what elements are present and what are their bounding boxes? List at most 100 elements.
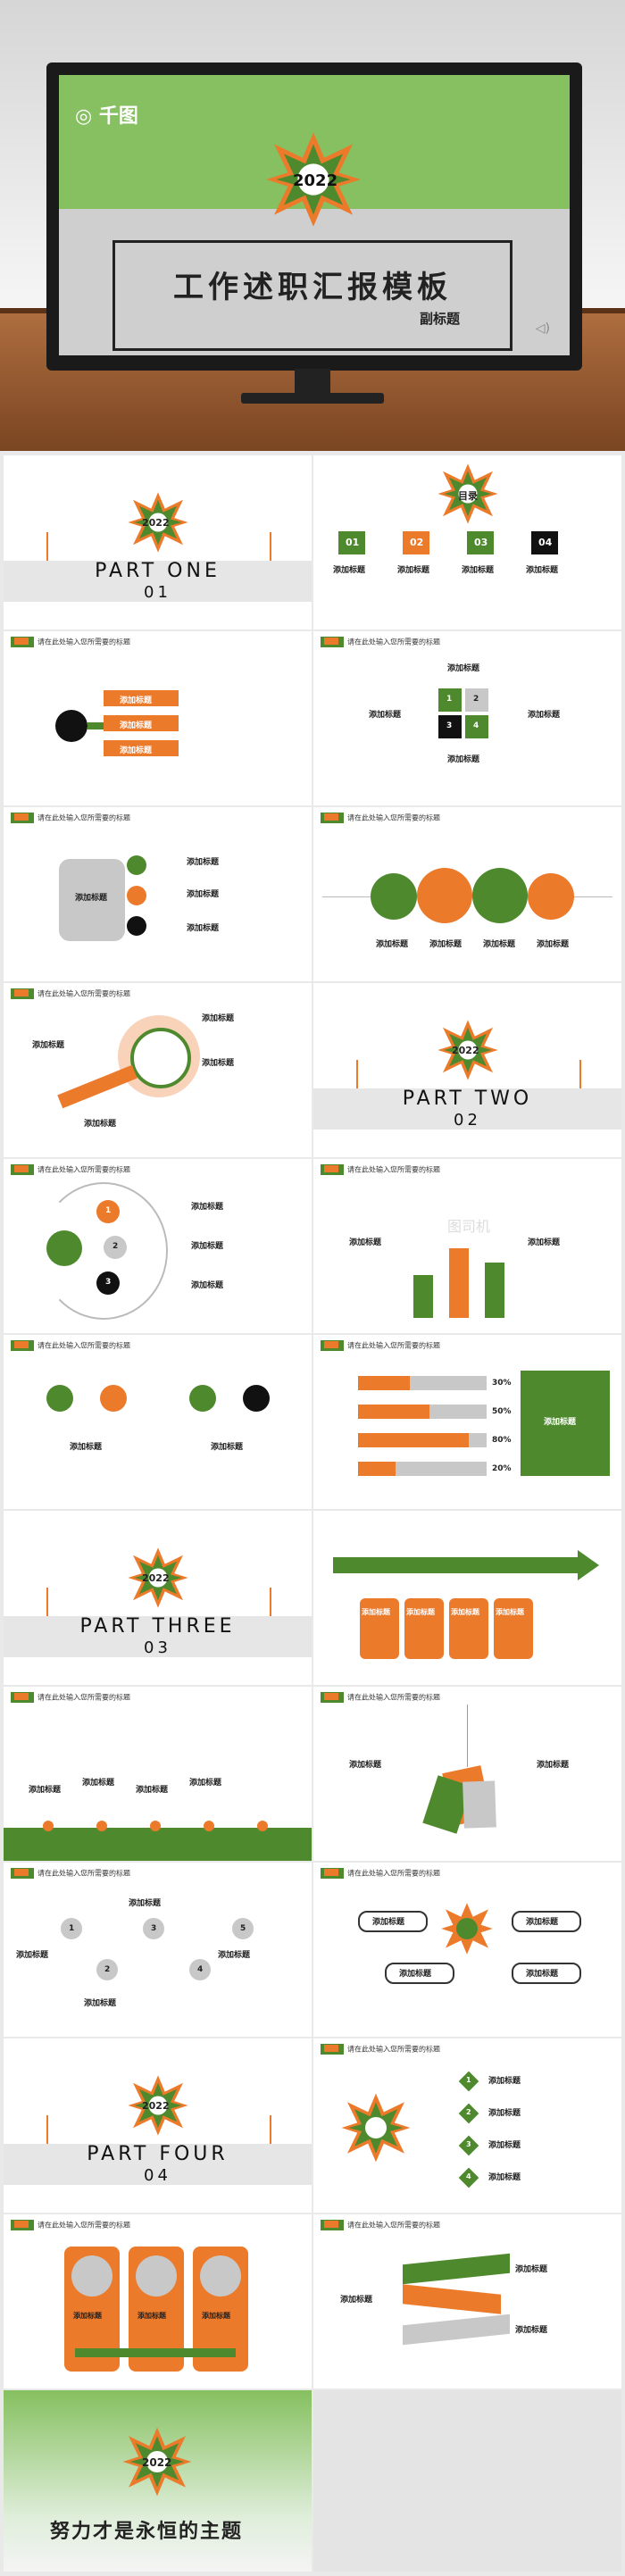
logo-text: 千图 — [98, 105, 138, 128]
hub-label-1: 添加标题 — [372, 1918, 405, 1927]
contents-num-3: 03 — [474, 537, 488, 548]
marker-1 — [43, 1821, 54, 1831]
closing-slogan: 努力才是永恒的主题 — [50, 2521, 244, 2543]
grid-label-top: 添加标题 — [447, 664, 480, 673]
green-double-arrow — [75, 2348, 236, 2357]
slide-magnifier: 请在此处输入您所需要的标题 添加标题 添加标题 添加标题 添加标题 — [4, 983, 312, 1157]
num-1: 1 — [105, 1206, 112, 1215]
cycle-label-2: 添加标题 — [129, 1899, 162, 1908]
cycle-5 — [232, 1918, 254, 1939]
arc-label-3: 添加标题 — [191, 1281, 224, 1290]
hub-box-1 — [358, 1911, 428, 1932]
circle-label-4: 添加标题 — [537, 940, 570, 949]
num-circle-3 — [96, 1271, 120, 1295]
contents-num-1: 01 — [346, 537, 360, 548]
slide-diamonds: 请在此处输入您所需要的标题 1 2 3 4 添加标题 添加标题 添加标题 添加标… — [313, 2038, 621, 2213]
grid-num-1: 1 — [446, 695, 453, 704]
dot-label-2: 添加标题 — [211, 1443, 244, 1452]
header-text: 请在此处输入您所需要的标题 — [38, 1165, 130, 1174]
slide-hills: 请在此处输入您所需要的标题 添加标题 添加标题 添加标题 添加标题 — [4, 1687, 312, 1861]
slide-arc: 请在此处输入您所需要的标题 1 2 3 添加标题 添加标题 添加标题 — [4, 1159, 312, 1333]
cycle-label-4: 添加标题 — [84, 1999, 117, 2008]
header-tag-icon — [11, 988, 34, 999]
slide-dots: 请在此处输入您所需要的标题 添加标题 添加标题 — [4, 1335, 312, 1509]
hill-label-1: 添加标题 — [29, 1786, 62, 1795]
magnifier-lens — [130, 1028, 191, 1088]
header-tag-icon — [11, 637, 34, 647]
diamond-label-4: 添加标题 — [488, 2173, 521, 2182]
circle-3 — [472, 868, 528, 923]
hub-label-2: 添加标题 — [526, 1918, 559, 1927]
blank-panel — [313, 2390, 621, 2572]
tag-label-2: 添加标题 — [537, 1761, 570, 1770]
circle-label-3: 添加标题 — [483, 940, 516, 949]
hill-label-3: 添加标题 — [136, 1786, 169, 1795]
slide-hub: 请在此处输入您所需要的标题 添加标题 添加标题 添加标题 添加标题 — [313, 1863, 621, 2037]
contents-title: 目录 — [458, 490, 478, 502]
star-badge-icon — [128, 1547, 188, 1608]
up-arrow-3 — [485, 1263, 504, 1318]
part-number: 04 — [144, 2166, 171, 2185]
cycle-num-3: 3 — [151, 1924, 157, 1933]
header-tag-icon — [321, 2044, 344, 2055]
header-tag-icon — [11, 1164, 34, 1175]
grid-cell-2 — [465, 688, 488, 712]
mag-label-2: 添加标题 — [32, 1041, 65, 1050]
hero-cover: ◎ 千图 2022 工作述职汇报模板 副标题 ◁) — [0, 0, 625, 451]
panel-label: 添加标题 — [544, 1418, 577, 1427]
slide-up-arrows: 请在此处输入您所需要的标题 图司机 添加标题 添加标题 — [313, 1159, 621, 1333]
card-3 — [449, 1598, 488, 1659]
slide-contents: 目录 01 02 03 04 添加标题 添加标题 添加标题 添加标题 — [313, 455, 621, 629]
cycle-num-4: 4 — [197, 1965, 204, 1974]
device-panel — [59, 859, 125, 941]
marker-5 — [257, 1821, 268, 1831]
header-text: 请在此处输入您所需要的标题 — [38, 1693, 130, 1702]
title-frame: 工作述职汇报模板 副标题 — [112, 240, 512, 351]
cycle-3 — [143, 1918, 164, 1939]
fill-3 — [358, 1433, 469, 1447]
grid-cell-1 — [438, 688, 462, 712]
monitor: ◎ 千图 2022 工作述职汇报模板 副标题 ◁) — [46, 63, 582, 371]
part-title: PART FOUR — [87, 2143, 229, 2165]
slide-header: 请在此处输入您所需要的标题 — [321, 813, 440, 823]
contents-box-4 — [531, 531, 558, 554]
header-tag-icon — [11, 2220, 34, 2230]
contents-label-1: 添加标题 — [333, 566, 366, 575]
slide-header: 请在此处输入您所需要的标题 — [11, 1164, 130, 1175]
slide-header: 请在此处输入您所需要的标题 — [321, 2044, 440, 2055]
contents-box-3 — [467, 531, 494, 554]
up-arrow-1 — [413, 1275, 433, 1318]
mag-label-3: 添加标题 — [202, 1059, 235, 1068]
side-label-3: 添加标题 — [187, 924, 220, 933]
card-title-3: 添加标题 — [202, 2312, 230, 2320]
header-text: 请在此处输入您所需要的标题 — [38, 813, 130, 822]
contents-num-2: 02 — [410, 537, 424, 548]
contents-num-4: 04 — [538, 537, 553, 548]
slide-grid: 请在此处输入您所需要的标题 1 2 3 4 添加标题 添加标题 添加标题 添加标… — [313, 631, 621, 805]
slide-device: 请在此处输入您所需要的标题 添加标题 添加标题 添加标题 添加标题 — [4, 807, 312, 981]
circle-label-2: 添加标题 — [429, 940, 462, 949]
header-text: 请在此处输入您所需要的标题 — [347, 638, 440, 646]
pct-2: 50% — [492, 1407, 512, 1416]
green-arrow-bar — [333, 1557, 579, 1573]
monitor-stand — [295, 369, 330, 396]
orange-bar-2 — [104, 715, 179, 731]
slide-progress: 请在此处输入您所需要的标题 30% 50% 80% 20% 添加标题 — [313, 1335, 621, 1509]
bar-label-3: 添加标题 — [120, 746, 153, 755]
header-text: 请在此处输入您所需要的标题 — [38, 1869, 130, 1878]
hub-box-4 — [512, 1963, 581, 1984]
header-tag-icon — [321, 637, 344, 647]
card-2 — [404, 1598, 444, 1659]
slide-header: 请在此处输入您所需要的标题 — [11, 1692, 130, 1703]
slide-header: 请在此处输入您所需要的标题 — [11, 1340, 130, 1351]
header-text: 请在此处输入您所需要的标题 — [38, 989, 130, 998]
slide-cards: 请在此处输入您所需要的标题 添加标题 添加标题 添加标题 — [4, 2214, 312, 2388]
header-tag-icon — [321, 813, 344, 823]
pct-1: 30% — [492, 1379, 512, 1388]
slide-part-two: 2022 PART TWO 02 — [313, 983, 621, 1157]
num-circle-1 — [96, 1200, 120, 1223]
slide-closing: 2022 努力才是永恒的主题 — [4, 2390, 312, 2572]
pair1-dot-b — [100, 1385, 127, 1412]
tag-gray — [462, 1780, 496, 1829]
ribbon-green — [403, 2253, 510, 2285]
